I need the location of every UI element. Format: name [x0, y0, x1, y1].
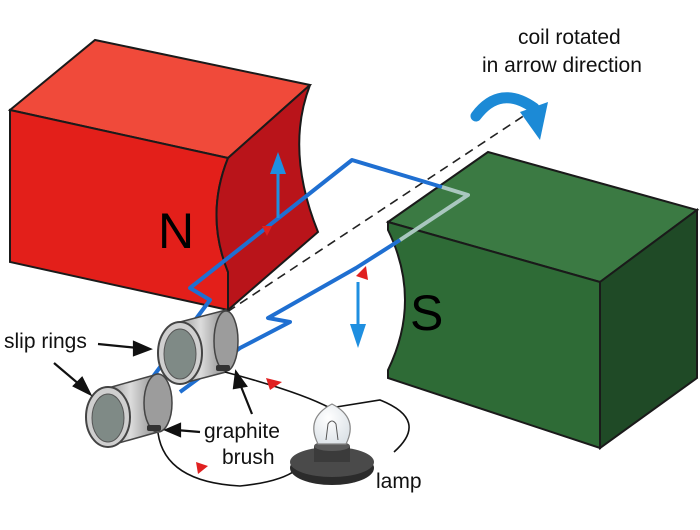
light-bulb-icon — [290, 403, 374, 485]
current-marker — [196, 462, 208, 474]
north-magnet — [7, 38, 320, 313]
force-arrow-up — [270, 152, 286, 218]
coil-rotation-label-line2: in arrow direction — [482, 54, 642, 77]
curved-arrow-icon — [470, 92, 548, 140]
circuit-wires — [157, 371, 410, 487]
coil-rotation-label-line1: coil rotated — [518, 26, 621, 49]
slip-ring-back — [157, 309, 239, 385]
current-marker — [262, 226, 272, 236]
current-marker — [356, 266, 368, 280]
south-magnet — [385, 150, 700, 450]
current-marker — [266, 378, 282, 390]
north-pole-label: N — [158, 203, 195, 259]
slip-rings-label: slip rings — [4, 330, 87, 353]
graphite-brush-label-line1: graphite — [204, 420, 280, 443]
graphite-brush-label-line2: brush — [222, 446, 275, 469]
force-arrow-down — [350, 282, 366, 348]
rotation-axis — [214, 114, 526, 321]
lamp-label: lamp — [376, 470, 422, 493]
south-pole-label: S — [410, 285, 444, 341]
slip-rings-pointer — [53, 340, 153, 397]
graphite-brush-pointer — [163, 369, 254, 438]
slip-ring-front — [85, 373, 173, 448]
